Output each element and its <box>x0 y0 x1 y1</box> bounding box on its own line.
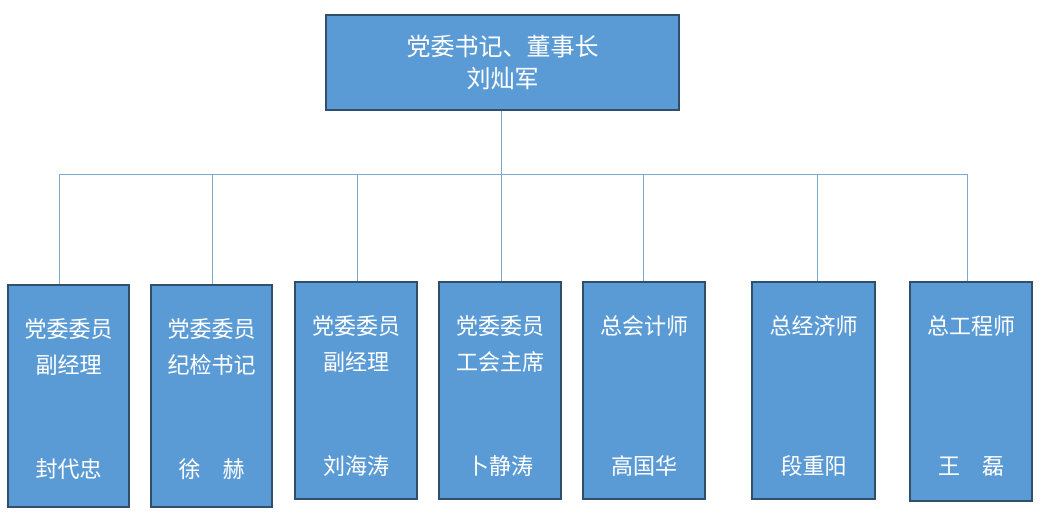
node-member-3: 党委委员 副经理 刘海涛 <box>294 281 418 500</box>
node-member-4: 党委委员 工会主席 卜静涛 <box>438 281 562 500</box>
node-title-line2: 副经理 <box>35 354 102 379</box>
node-member-2: 党委委员 纪检书记 徐 赫 <box>150 284 273 508</box>
node-member-6: 总经济师 段重阳 <box>751 281 876 500</box>
node-title-line1: 党委委员 <box>167 318 256 343</box>
connector-drop-6 <box>817 174 818 281</box>
node-title-line1: 总经济师 <box>769 315 858 340</box>
node-person-name: 徐 赫 <box>178 458 245 483</box>
node-title-line1: 党委委员 <box>24 318 113 343</box>
node-member-7: 总工程师 王 磊 <box>909 281 1033 502</box>
connector-drop-4 <box>501 174 502 281</box>
node-person-name: 高国华 <box>610 455 677 480</box>
node-person-name: 段重阳 <box>780 455 847 480</box>
node-title-line1: 总会计师 <box>599 315 688 340</box>
node-title-line2: 工会主席 <box>455 351 544 376</box>
node-person-name: 封代忠 <box>35 458 102 483</box>
node-chairman-name: 刘灿军 <box>466 64 539 93</box>
node-title-line1: 党委委员 <box>455 315 544 340</box>
node-member-5: 总会计师 高国华 <box>582 281 706 500</box>
connector-top-vertical <box>501 111 502 175</box>
connector-drop-5 <box>643 174 644 281</box>
node-person-name: 卜静涛 <box>466 455 533 480</box>
connector-drop-2 <box>212 174 213 284</box>
node-person-name: 王 磊 <box>937 455 1004 480</box>
connector-drop-3 <box>357 174 358 281</box>
node-member-1: 党委委员 副经理 封代忠 <box>7 284 130 508</box>
connector-drop-1 <box>59 174 60 284</box>
node-chairman-title: 党委书记、董事长 <box>406 32 599 61</box>
node-chairman: 党委书记、董事长 刘灿军 <box>325 14 680 111</box>
connector-drop-7 <box>967 174 968 281</box>
node-title-line1: 党委委员 <box>311 315 400 340</box>
node-person-name: 刘海涛 <box>322 455 389 480</box>
node-title-line2: 副经理 <box>322 351 389 376</box>
node-title-line1: 总工程师 <box>926 315 1015 340</box>
node-title-line2: 纪检书记 <box>167 354 256 379</box>
connector-horizontal-bus <box>59 174 968 175</box>
